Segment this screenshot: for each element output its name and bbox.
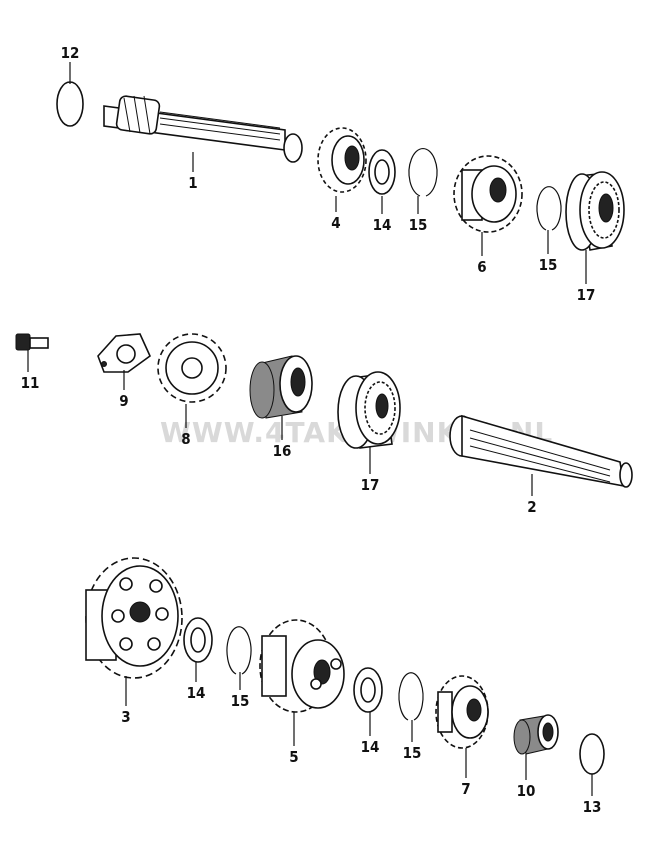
callout-1: 1 — [188, 174, 197, 192]
callout-13: 13 — [583, 798, 602, 816]
part-washer-14-right — [353, 667, 383, 713]
callout-16: 16 — [273, 442, 292, 460]
part-circlip-15-top — [408, 148, 438, 197]
part-bearing-17-middle — [337, 371, 401, 449]
callout-6: 6 — [477, 258, 486, 276]
callout-8: 8 — [181, 430, 190, 448]
part-washer-14-left — [183, 617, 213, 663]
callout-5: 5 — [289, 748, 298, 766]
callout-15-right: 15 — [539, 256, 558, 274]
callout-14-left: 14 — [187, 684, 206, 702]
part-washer-13 — [579, 733, 605, 775]
part-washer-14-top — [368, 149, 396, 195]
part-lockplate-9 — [97, 333, 151, 373]
part-oilseal-16 — [249, 355, 313, 419]
part-circlip-15-left — [226, 626, 252, 675]
callout-15-bottom: 15 — [403, 744, 422, 762]
callout-numbers: 12 1 4 14 15 6 15 17 11 9 8 16 17 2 3 14… — [21, 44, 602, 816]
callout-11: 11 — [21, 374, 40, 392]
callout-2: 2 — [527, 498, 536, 516]
part-washer-12 — [56, 81, 84, 127]
part-sprocket-8 — [157, 333, 227, 403]
callout-12: 12 — [61, 44, 80, 62]
leader-lines — [27, 62, 593, 796]
part-bushing-10 — [513, 714, 559, 755]
part-gear-6 — [453, 155, 523, 233]
part-mainshaft-1 — [103, 95, 303, 163]
part-gear-3 — [85, 557, 183, 679]
callout-7: 7 — [461, 780, 470, 798]
callout-10: 10 — [517, 782, 536, 800]
callout-15-left: 15 — [231, 692, 250, 710]
part-countershaft-2 — [449, 414, 633, 488]
part-circlip-15-right — [536, 186, 562, 231]
callout-9: 9 — [119, 392, 128, 410]
callout-17-top: 17 — [577, 286, 596, 304]
part-gear-4 — [317, 127, 367, 193]
part-bearing-17-top — [565, 171, 625, 251]
callout-4: 4 — [331, 214, 340, 232]
part-circlip-15-bottom — [398, 672, 424, 721]
part-gear-7 — [435, 675, 489, 749]
part-gear-5 — [259, 619, 345, 713]
callout-14-right: 14 — [361, 738, 380, 756]
part-bolt-11 — [15, 333, 49, 351]
callout-17-middle: 17 — [361, 476, 380, 494]
callout-14-top: 14 — [373, 216, 392, 234]
callout-3: 3 — [121, 708, 130, 726]
callout-15-top: 15 — [409, 216, 428, 234]
